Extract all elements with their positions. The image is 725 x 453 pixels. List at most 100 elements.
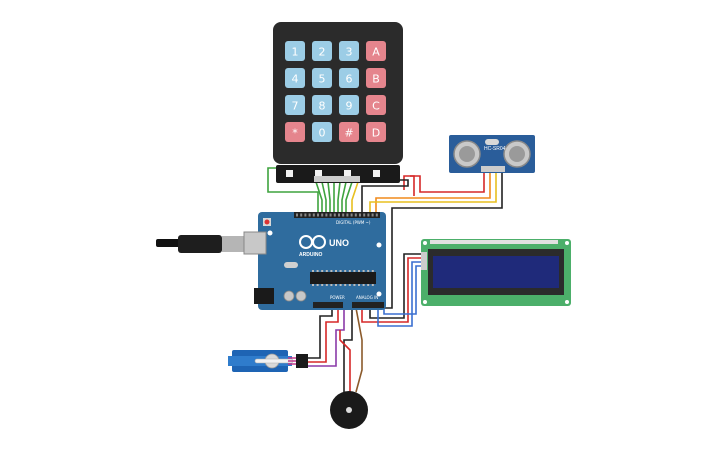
sonar-echo-wire[interactable] [369, 172, 497, 215]
usb-cable-end [156, 239, 180, 247]
keypad-wire-2[interactable] [321, 181, 327, 215]
keypad-connector [314, 176, 360, 182]
keypad-led-chip [373, 170, 380, 177]
lcd-wire-sda[interactable] [377, 261, 422, 327]
digital-pin[interactable] [308, 213, 311, 217]
lcd-wire-vcc[interactable] [361, 257, 422, 323]
keypad-led-chip [344, 170, 351, 177]
digital-pin[interactable] [312, 213, 315, 217]
keypad-key-0[interactable] [312, 122, 332, 142]
keypad-key-8[interactable] [312, 95, 332, 115]
arduino-board[interactable]: DIGITAL (PWM ~) ARDUINO UNO POWER ANALOG… [243, 212, 386, 310]
ultrasonic-sensor[interactable]: HC-SR04 [449, 135, 535, 173]
lcd-display[interactable] [421, 239, 571, 306]
buzzer-gnd-wire[interactable] [343, 308, 353, 392]
capacitor-2 [295, 290, 307, 302]
analog-header [352, 302, 384, 308]
keypad-header [276, 165, 400, 183]
chip-pin [339, 270, 342, 272]
keypad-key-A[interactable] [366, 41, 386, 61]
keypad-key-label: 4 [292, 73, 299, 86]
buzzer-signal-wire[interactable] [355, 307, 363, 393]
digital-pin[interactable] [354, 213, 357, 217]
arduino-mount-hole-3 [376, 291, 382, 297]
keypad-wire-1[interactable] [315, 181, 323, 215]
top-black-wire[interactable] [361, 179, 409, 215]
ultrasonic-transmitter-mesh [459, 146, 475, 162]
digital-pin[interactable] [367, 213, 370, 217]
lcd-hole-tr [565, 241, 569, 245]
keypad-key-#[interactable] [339, 122, 359, 142]
servo-gnd-wire[interactable] [308, 308, 333, 359]
digital-pin[interactable] [342, 213, 345, 217]
lcd-i2c-header [421, 252, 427, 270]
arduino-model: UNO [329, 238, 349, 248]
keypad-wire-5[interactable] [337, 181, 341, 215]
servo-motor[interactable] [228, 350, 308, 372]
digital-pin[interactable] [346, 213, 349, 217]
servo-vcc-wire[interactable] [308, 308, 339, 363]
digital-pin[interactable] [338, 213, 340, 217]
keypad-key-6[interactable] [339, 68, 359, 88]
keypad-key-2[interactable] [312, 41, 332, 61]
chip-pin [353, 284, 356, 286]
digital-pin[interactable] [317, 213, 319, 217]
keypad-wire-6[interactable] [341, 181, 347, 215]
keypad-key-5[interactable] [312, 68, 332, 88]
digital-pin[interactable] [371, 213, 374, 217]
buzzer-red-wire[interactable] [339, 330, 351, 392]
digital-pin[interactable] [329, 213, 332, 217]
sonar-vcc-wire[interactable] [403, 172, 485, 193]
keypad-key-label: C [372, 100, 380, 113]
chip-pin [358, 270, 360, 272]
digital-pin[interactable] [304, 213, 307, 217]
servo-connector [296, 354, 308, 368]
digital-pins [296, 213, 378, 217]
keypad-key-label: * [292, 127, 298, 140]
keypad-key-*[interactable] [285, 122, 305, 142]
digital-pin[interactable] [321, 213, 324, 217]
keypad-key-1[interactable] [285, 41, 305, 61]
usb-plug-metal [222, 236, 246, 252]
top-red-wire[interactable] [410, 175, 415, 196]
ultrasonic-label: HC-SR04 [484, 146, 506, 152]
chip-pin [344, 270, 347, 272]
chip-pin [348, 270, 351, 272]
keypad-key-C[interactable] [366, 95, 386, 115]
sonar-gnd-wire[interactable] [384, 172, 503, 309]
lcd-wire-scl[interactable] [383, 265, 422, 315]
digital-pin[interactable] [359, 213, 361, 217]
piezo-buzzer[interactable] [330, 391, 368, 429]
digital-pin[interactable] [375, 213, 378, 217]
keypad-key-3[interactable] [339, 41, 359, 61]
chip-pin [316, 270, 319, 272]
sonar-trig-wire[interactable] [375, 172, 491, 215]
keypad-wire-3[interactable] [327, 181, 331, 215]
power-header [313, 302, 343, 308]
keypad-key-label: D [372, 127, 380, 140]
keypad-wire-8[interactable] [351, 181, 359, 215]
digital-pin[interactable] [363, 213, 366, 217]
digital-pin[interactable] [300, 213, 303, 217]
keypad-key-4[interactable] [285, 68, 305, 88]
chip-pin [344, 284, 347, 286]
keypad-key-B[interactable] [366, 68, 386, 88]
digital-pin[interactable] [350, 213, 353, 217]
servo-horn[interactable] [254, 358, 294, 364]
keypad-key-D[interactable] [366, 122, 386, 142]
ultrasonic-crystal [485, 139, 499, 145]
chip-pin [312, 284, 314, 286]
lcd-wire-gnd[interactable] [369, 253, 422, 319]
digital-pin[interactable] [325, 213, 328, 217]
keypad-wire-green[interactable] [267, 167, 319, 215]
digital-pin[interactable] [333, 213, 336, 217]
usb-cable-body [178, 235, 222, 253]
usb-cable [156, 235, 246, 253]
keypad-wire-7[interactable] [345, 181, 353, 215]
keypad-key-9[interactable] [339, 95, 359, 115]
servo-signal-wire[interactable] [308, 308, 345, 367]
digital-pin[interactable] [296, 213, 298, 217]
keypad-key-7[interactable] [285, 95, 305, 115]
